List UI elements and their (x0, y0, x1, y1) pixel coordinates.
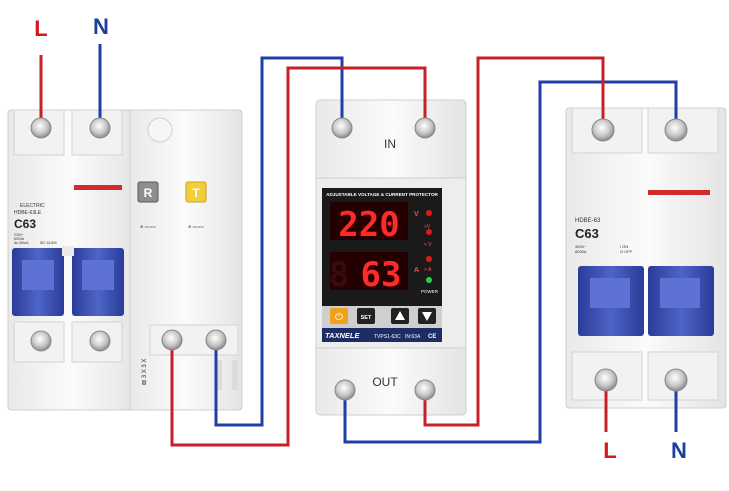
voltage-reading: 220 (338, 205, 399, 245)
rating-text: IN:63A (405, 334, 421, 340)
screw-icon[interactable] (89, 330, 111, 352)
left-breaker-brand: ELECTRIC (20, 203, 45, 209)
power-button[interactable] (330, 308, 348, 324)
set-button-label: SET (361, 315, 372, 321)
wire-left-to-in-line (170, 66, 427, 447)
wire-out-to-right-neutral (343, 80, 678, 444)
left-spec-2: 6000A (14, 237, 25, 241)
right-breaker-rating: C63 (575, 226, 599, 241)
arrow-up-icon (395, 311, 405, 320)
brand-name: TAXNELE (325, 331, 360, 340)
v-under-label: < V (424, 242, 432, 248)
t-caption: ⊕ ▭▭▭ (188, 224, 204, 229)
out-label: OUT (372, 375, 398, 389)
screw-icon[interactable] (161, 329, 183, 351)
screw-icon[interactable] (664, 118, 688, 142)
model-name: TVPS1-63C (374, 334, 401, 340)
wire-out-to-right-line (423, 56, 605, 427)
test-button-label: T (192, 186, 200, 200)
v-over-label: >V (424, 224, 431, 230)
screw-terminals (30, 117, 688, 401)
ce-mark: CE (428, 334, 436, 340)
v-under-led (426, 229, 432, 235)
screw-icon[interactable] (591, 118, 615, 142)
screw-icon[interactable] (30, 330, 52, 352)
unit-a: A (414, 267, 419, 274)
right-side-1: I ON (620, 244, 628, 249)
voltage-current-protector: IN OUT ADJUSTABLE VOLTAGE & CURRENT PROT… (315, 99, 467, 416)
left-spec-1: 230V~ (14, 233, 24, 237)
left-breaker: ELECTRIC HDBE-63LE C63 230V~ 6000A Δn 30… (7, 109, 243, 411)
screw-icon[interactable] (414, 379, 436, 401)
wire-left-to-in-neutral (214, 56, 344, 427)
screw-icon[interactable] (414, 117, 436, 139)
screw-icon[interactable] (594, 368, 618, 392)
set-button[interactable] (357, 308, 375, 324)
label-output-line: L (603, 438, 616, 463)
screw-icon[interactable] (334, 379, 356, 401)
arrow-down-icon (422, 312, 432, 321)
current-prefix-digit: 8 (329, 255, 349, 295)
screw-icon[interactable] (89, 117, 111, 139)
label-input-line: L (34, 16, 47, 41)
right-spec-1: 400V~ (575, 244, 587, 249)
wires (39, 44, 678, 447)
current-reading: 63 (361, 255, 402, 295)
right-status-indicator (648, 190, 710, 195)
panel-header: ADJUSTABLE VOLTAGE & CURRENT PROTECTOR (326, 192, 438, 197)
left-side-text: ⊠ 3 X 3 X (142, 359, 148, 385)
reset-button-r[interactable] (137, 181, 159, 203)
left-spec-4: IEC 61009 (40, 241, 57, 245)
label-input-neutral: N (93, 14, 109, 39)
v-over-led (426, 210, 432, 216)
screw-icon[interactable] (205, 329, 227, 351)
reset-button-label: R (144, 186, 153, 200)
status-indicator (74, 185, 122, 190)
right-side-2: O OFF (620, 249, 633, 254)
in-label: IN (384, 137, 396, 151)
left-breaker-model: HDBE-63LE (14, 210, 42, 216)
label-output-neutral: N (671, 438, 687, 463)
r-caption: ⊕ ▭▭▭ (140, 224, 156, 229)
power-button-icon: ⏻ (335, 312, 343, 323)
left-breaker-rating: C63 (14, 217, 36, 231)
power-label: POWER (421, 289, 439, 294)
right-spec-2: 6000A (575, 249, 587, 254)
a-over-led (426, 256, 432, 262)
screw-icon[interactable] (664, 368, 688, 392)
screw-icon[interactable] (331, 117, 353, 139)
test-button-t[interactable] (185, 181, 207, 203)
screw-icon[interactable] (30, 117, 52, 139)
right-breaker-model: HDBE-63 (575, 218, 601, 224)
unit-v: V (414, 211, 419, 218)
right-breaker: HDBE-63 C63 400V~ 6000A I ON O OFF (565, 107, 727, 409)
a-over-label: > A (424, 267, 432, 273)
power-led (426, 277, 432, 283)
left-spec-3: Δn 30mA (14, 241, 29, 245)
